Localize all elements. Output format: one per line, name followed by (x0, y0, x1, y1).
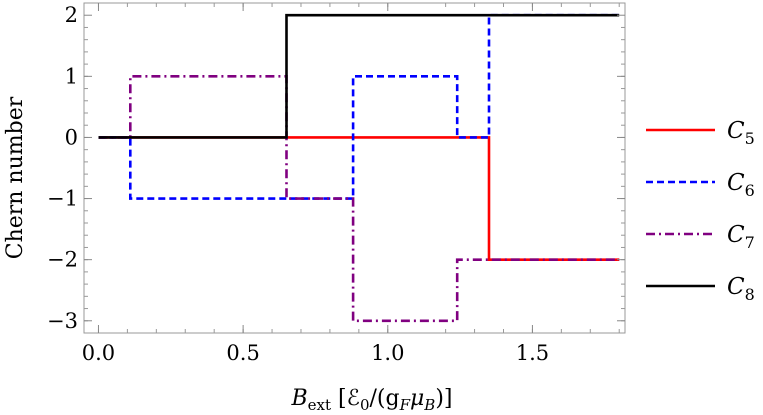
y-tick-label: 0 (65, 125, 78, 149)
series-c7 (98, 75, 620, 323)
series-layer (98, 13, 620, 323)
y-tick-label: −3 (47, 309, 78, 333)
x-tick-label: 0.5 (226, 341, 259, 365)
legend-label-c7: C7 (727, 222, 755, 252)
legend-label-c6: C6 (727, 170, 755, 200)
x-tick-label: 1.0 (371, 341, 404, 365)
y-tick-label: −1 (47, 187, 78, 211)
plot-frame (83, 2, 626, 334)
y-axis-ticks: 2 1 0 −1 −2 −3 (47, 3, 625, 333)
series-c5 (98, 136, 620, 262)
y-axis-title: Chern number (3, 96, 28, 259)
legend-label-c5: C5 (727, 118, 755, 148)
y-tick-label: 1 (65, 64, 78, 88)
series-c8 (98, 13, 620, 139)
plot-border (83, 2, 626, 334)
x-axis-title: Bext [ℰ0/(gFμB)] (290, 386, 452, 414)
x-axis-ticks: 0.0 0.5 1.0 1.5 (82, 3, 549, 365)
y-tick-label: 2 (65, 3, 78, 27)
y-tick-label: −2 (47, 248, 78, 272)
x-tick-label: 0.0 (82, 341, 115, 365)
series-c6 (98, 13, 620, 200)
x-tick-label: 1.5 (516, 341, 549, 365)
legend-label-c8: C8 (727, 274, 755, 304)
